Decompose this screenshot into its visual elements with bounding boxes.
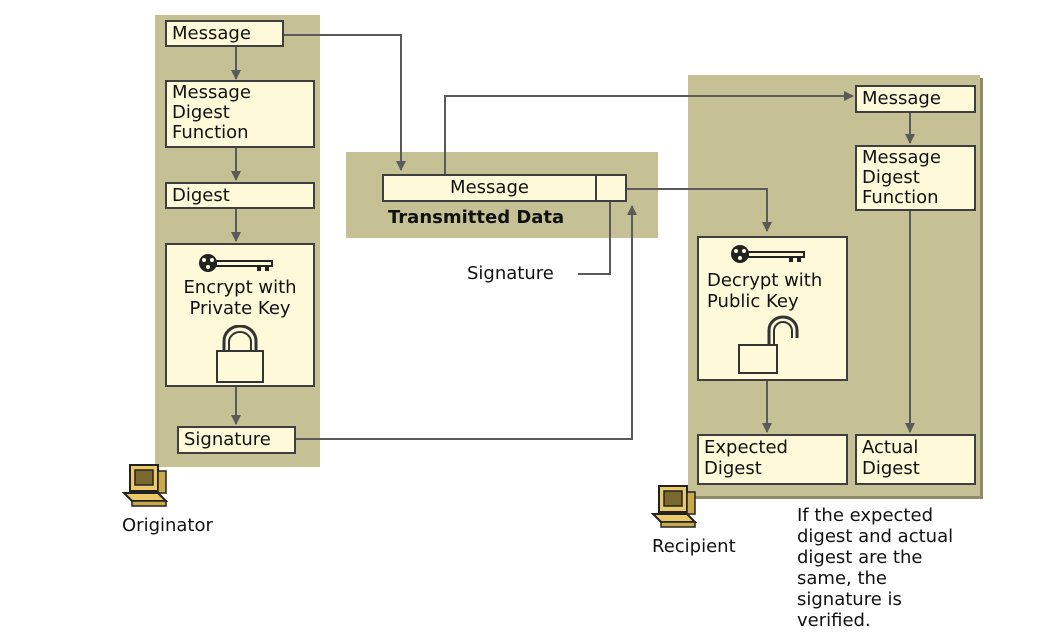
decrypt-label: Decrypt with Public Key — [707, 270, 823, 312]
open-lock-icon — [738, 315, 799, 374]
arrow-message-to-transmitted — [284, 34, 406, 171]
signature-callout-line — [578, 202, 611, 275]
originator-caption: Originator — [122, 515, 213, 536]
arrow-transmitted-to-decrypt — [626, 188, 772, 232]
key-icon — [731, 245, 805, 263]
transmitted-signature-slot — [595, 174, 627, 202]
recipient-digest-function-box: Message Digest Function — [855, 145, 976, 211]
arrow-transmitted-to-recipient-message — [444, 91, 854, 174]
originator-digest-box: Digest — [165, 182, 315, 209]
computer-icon — [651, 485, 697, 528]
originator-digest-function-box: Message Digest Function — [165, 80, 315, 148]
transmitted-message-box: Message — [382, 174, 597, 202]
closed-lock-icon — [216, 325, 264, 383]
encrypt-label: Encrypt with Private Key — [183, 277, 297, 319]
originator-signature-box: Signature — [177, 426, 296, 454]
originator-message-box: Message — [165, 20, 284, 47]
encrypt-with-private-key-box: Encrypt with Private Key — [165, 243, 315, 387]
arrow-signature-to-transmitted — [296, 205, 637, 440]
transmitted-data-title: Transmitted Data — [388, 207, 565, 228]
actual-digest-box: Actual Digest — [855, 434, 976, 485]
decrypt-with-public-key-box: Decrypt with Public Key — [697, 236, 848, 381]
recipient-caption: Recipient — [652, 536, 736, 557]
recipient-message-box: Message — [855, 85, 976, 113]
key-icon — [199, 254, 273, 272]
signature-callout-label: Signature — [467, 263, 554, 284]
expected-digest-box: Expected Digest — [697, 434, 848, 485]
computer-icon — [122, 464, 168, 507]
verification-note: If the expected digest and actual digest… — [797, 505, 954, 631]
